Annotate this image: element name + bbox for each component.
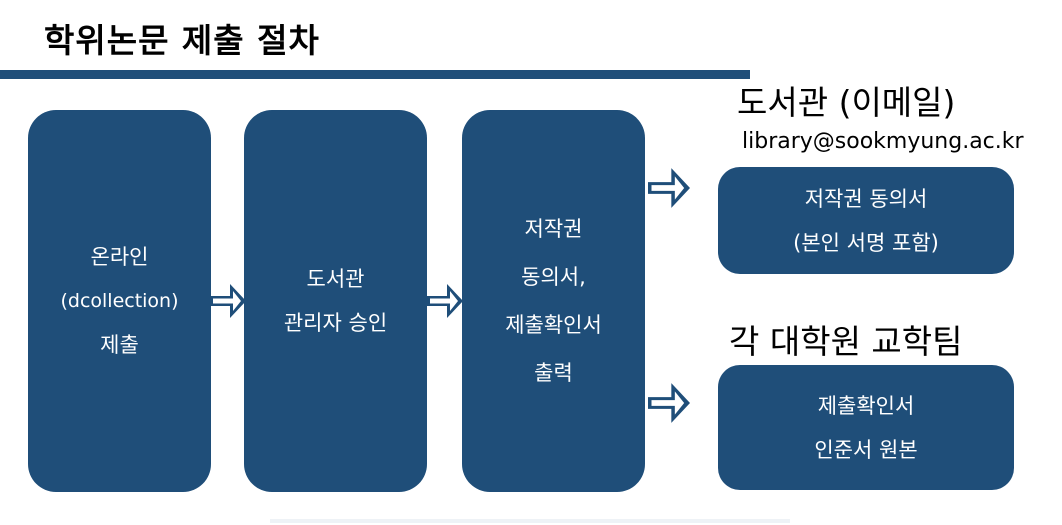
library-email-heading: 도서관 (이메일) bbox=[737, 83, 956, 122]
graduate-office-documents-box: 제출확인서 인준서 원본 bbox=[718, 365, 1014, 490]
arrow-right-icon bbox=[210, 284, 246, 318]
step-print-forms: 저작권 동의서, 제출확인서 출력 bbox=[462, 110, 645, 492]
arrow-right-icon bbox=[648, 168, 690, 208]
library-email-address: library@sookmyung.ac.kr bbox=[742, 129, 1024, 154]
step-library-admin-approval: 도서관 관리자 승인 bbox=[244, 110, 427, 492]
page-title: 학위논문 제출 절차 bbox=[44, 21, 320, 60]
step-3-line-2: 동의서, bbox=[521, 265, 586, 289]
dest-2-line-2: 인준서 원본 bbox=[814, 437, 918, 462]
step-3-line-4: 출력 bbox=[534, 361, 573, 385]
dest-2-line-1: 제출확인서 bbox=[817, 393, 915, 418]
step-2-line-2: 관리자 승인 bbox=[283, 311, 388, 335]
step-3-line-1: 저작권 bbox=[524, 217, 583, 241]
title-underline bbox=[0, 70, 750, 79]
arrow-right-icon bbox=[648, 383, 690, 423]
arrow-right-icon bbox=[427, 284, 463, 318]
dest-1-line-2: (본인 서명 포함) bbox=[793, 230, 939, 255]
dest-1-line-1: 저작권 동의서 bbox=[804, 186, 928, 211]
graduate-office-heading: 각 대학원 교학팀 bbox=[729, 322, 963, 361]
step-1-line-2: (dcollection) bbox=[60, 290, 179, 312]
step-2-line-1: 도서관 bbox=[306, 267, 365, 291]
footer-divider bbox=[270, 519, 790, 523]
step-online-submission: 온라인 (dcollection) 제출 bbox=[28, 110, 211, 492]
library-documents-box: 저작권 동의서 (본인 서명 포함) bbox=[718, 167, 1014, 274]
step-1-line-1: 온라인 bbox=[90, 245, 149, 269]
step-1-line-3: 제출 bbox=[100, 333, 139, 357]
step-3-line-3: 제출확인서 bbox=[505, 313, 602, 337]
